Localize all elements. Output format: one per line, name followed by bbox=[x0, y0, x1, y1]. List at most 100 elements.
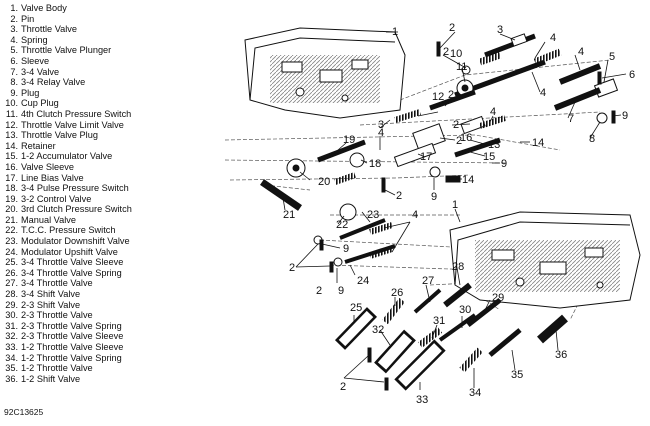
valve-35 bbox=[488, 328, 522, 357]
legend-item: 14.Retainer bbox=[4, 141, 219, 152]
callout-number: 36 bbox=[555, 349, 567, 361]
legend-label: 3-4 Pulse Pressure Switch bbox=[21, 183, 129, 194]
legend-item: 22.T.C.C. Pressure Switch bbox=[4, 225, 219, 236]
shift-valve-29 bbox=[466, 298, 502, 327]
legend-number: 17. bbox=[5, 172, 18, 183]
legend-number: 30. bbox=[5, 310, 18, 321]
callout-number: 3 bbox=[378, 119, 384, 131]
legend-item: 33.1-2 Throttle Valve Sleeve bbox=[4, 342, 219, 353]
switch-18 bbox=[349, 152, 365, 168]
legend-number: 22. bbox=[5, 225, 18, 236]
callout-number: 2 bbox=[448, 89, 454, 101]
legend-label: 3rd Clutch Pressure Switch bbox=[21, 204, 132, 215]
legend-item: 16.Valve Sleeve bbox=[4, 162, 219, 173]
legend-item: 4.Spring bbox=[4, 35, 219, 46]
legend-item: 34.1-2 Throttle Valve Spring bbox=[4, 353, 219, 364]
legend-number: 12. bbox=[5, 119, 18, 130]
legend-label: Throttle Valve Plunger bbox=[21, 45, 112, 56]
legend-item: 6.Sleeve bbox=[4, 56, 219, 67]
callout-number: 2 bbox=[289, 262, 295, 274]
legend-label: 3-4 Relay Valve bbox=[21, 77, 86, 88]
leader-lines bbox=[282, 31, 627, 390]
legend-item: 7.3-4 Valve bbox=[4, 67, 219, 78]
legend-item: 20.3rd Clutch Pressure Switch bbox=[4, 204, 219, 215]
legend-item: 10.Cup Plug bbox=[4, 98, 219, 109]
legend-number: 34. bbox=[5, 352, 18, 363]
legend-label: Throttle Valve Limit Valve bbox=[21, 119, 124, 130]
spring-4c bbox=[394, 109, 421, 123]
legend-number: 23. bbox=[5, 236, 18, 247]
pin-2d bbox=[381, 177, 386, 193]
legend-item: 11.4th Clutch Pressure Switch bbox=[4, 109, 219, 120]
callout-number: 26 bbox=[391, 287, 403, 299]
legend-number: 36. bbox=[5, 373, 18, 384]
pin-2e bbox=[319, 239, 324, 251]
callout-number: 2 bbox=[453, 119, 459, 131]
legend-item: 8.3-4 Relay Valve bbox=[4, 77, 219, 88]
legend-number: 1. bbox=[10, 3, 18, 13]
legend-label: 1-2 Throttle Valve Spring bbox=[21, 352, 122, 363]
legend-number: 9. bbox=[10, 87, 18, 98]
callout-number: 14 bbox=[532, 137, 544, 149]
legend-label: Throttle Valve bbox=[21, 24, 77, 35]
legend-item: 13.Throttle Valve Plug bbox=[4, 130, 219, 141]
legend-label: T.C.C. Pressure Switch bbox=[21, 225, 116, 236]
spring-4a bbox=[533, 48, 562, 66]
legend-number: 31. bbox=[5, 320, 18, 331]
plug-9b bbox=[429, 166, 441, 178]
callout-number: 9 bbox=[501, 158, 507, 170]
legend-item: 28.3-4 Shift Valve bbox=[4, 289, 219, 300]
legend-number: 18. bbox=[5, 183, 18, 194]
spring-4e bbox=[334, 172, 356, 185]
callout-number: 11 bbox=[456, 61, 467, 73]
legend-label: Modulator Downshift Valve bbox=[21, 236, 130, 247]
legend-label: 2-3 Shift Valve bbox=[21, 299, 81, 310]
callout-number: 23 bbox=[367, 209, 379, 221]
legend-item: 25.3-4 Throttle Valve Sleeve bbox=[4, 257, 219, 268]
legend-item: 31.2-3 Throttle Valve Spring bbox=[4, 321, 219, 332]
legend-label: 1-2 Shift Valve bbox=[21, 373, 81, 384]
sleeve-33 bbox=[394, 339, 446, 391]
pin-2b bbox=[597, 71, 602, 85]
callout-number: 34 bbox=[469, 387, 481, 399]
spring-4b bbox=[478, 51, 502, 66]
legend-number: 29. bbox=[5, 299, 18, 310]
legend-number: 19. bbox=[5, 193, 18, 204]
legend-item: 21.Manual Valve bbox=[4, 215, 219, 226]
callout-number: 3 bbox=[497, 24, 503, 36]
callout-number: 25 bbox=[350, 302, 362, 314]
legend-label: Spring bbox=[21, 34, 48, 45]
manual-valve-21 bbox=[260, 179, 302, 211]
valve-23-mod-downshift bbox=[339, 218, 386, 240]
legend-number: 25. bbox=[5, 257, 18, 268]
callout-number: 12 bbox=[432, 91, 444, 103]
legend-item: 12.Throttle Valve Limit Valve bbox=[4, 120, 219, 131]
legend-item: 19.3-2 Control Valve bbox=[4, 194, 219, 205]
valve-15-accumulator bbox=[454, 137, 501, 158]
plunger-5 bbox=[558, 63, 602, 85]
callout-number: 14 bbox=[462, 174, 474, 186]
legend-label: 3-4 Shift Valve bbox=[21, 289, 81, 300]
legend-item: 18.3-4 Pulse Pressure Switch bbox=[4, 183, 219, 194]
legend-label: Plug bbox=[21, 87, 40, 98]
legend-label: Cup Plug bbox=[21, 98, 59, 109]
spring-31 bbox=[417, 327, 443, 348]
pin-2f bbox=[329, 261, 334, 273]
callout-number: 24 bbox=[357, 275, 369, 287]
callout-number: 31 bbox=[433, 315, 445, 327]
callout-number: 7 bbox=[568, 113, 574, 125]
legend-number: 15. bbox=[5, 151, 18, 162]
callout-number: 1 bbox=[452, 199, 458, 211]
spring-4g bbox=[369, 246, 393, 259]
callout-number: 22 bbox=[336, 219, 348, 231]
callout-number: 2 bbox=[456, 135, 462, 147]
legend-number: 10. bbox=[5, 98, 18, 109]
legend-item: 17.Line Bias Valve bbox=[4, 173, 219, 184]
valve-12-tv-limit bbox=[429, 89, 476, 111]
legend-label: 1-2 Throttle Valve bbox=[21, 363, 93, 374]
legend-item: 24.Modulator Upshift Valve bbox=[4, 247, 219, 258]
callout-number: 16 bbox=[460, 132, 472, 144]
valve-27 bbox=[413, 288, 442, 314]
